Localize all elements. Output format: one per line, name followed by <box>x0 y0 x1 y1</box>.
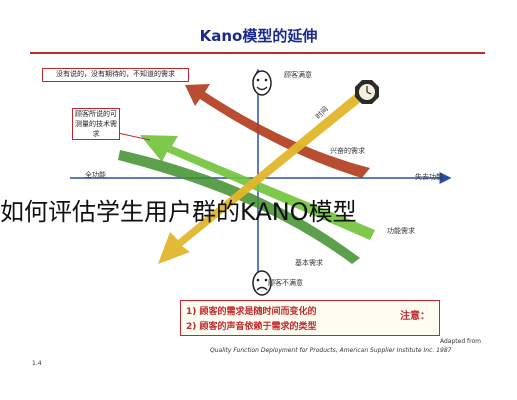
notes-box <box>180 300 440 336</box>
title-divider <box>30 52 485 54</box>
exciting-curve <box>185 84 370 178</box>
happy-face-icon <box>252 70 272 96</box>
overlay-caption: 如何评估学生用户群的KANO模型 <box>0 198 357 226</box>
basic-curve <box>118 150 360 264</box>
left-box-connector <box>117 132 151 141</box>
dissatisfied-label: 顾客不满意 <box>268 279 303 287</box>
spoken-needs-box: 顾客所说的可测量的技术需求 <box>72 108 120 140</box>
performance-arrow <box>140 135 375 240</box>
dysfunctional-label: 失去功能 <box>415 173 443 181</box>
fully-functional-label: 全功能 <box>85 171 106 179</box>
exciting-label: 兴奋的需求 <box>330 147 365 155</box>
clock-icon <box>355 80 379 104</box>
time-arrow <box>158 88 368 264</box>
diagram-title: Kano模型的延伸 <box>199 27 318 45</box>
footnote-adapted: Adapted from <box>440 338 482 345</box>
note-line-1: 1) 顾客的需求是随时间而变化的 <box>186 307 317 317</box>
page-number: 1.4 <box>32 360 42 367</box>
footnote-source: Quality Function Deployment for Products… <box>210 347 452 354</box>
basic-label: 基本需求 <box>295 259 323 267</box>
sad-face-icon <box>252 270 272 296</box>
performance-label: 功能需求 <box>387 227 415 235</box>
unspoken-needs-box: 没有说的，没有期待的，不知道的需求 <box>42 68 189 82</box>
note-line-2: 2) 顾客的声音依赖于需求的类型 <box>186 322 317 332</box>
notes-label: 注意： <box>400 311 430 322</box>
satisfied-label: 顾客满意 <box>284 71 312 79</box>
